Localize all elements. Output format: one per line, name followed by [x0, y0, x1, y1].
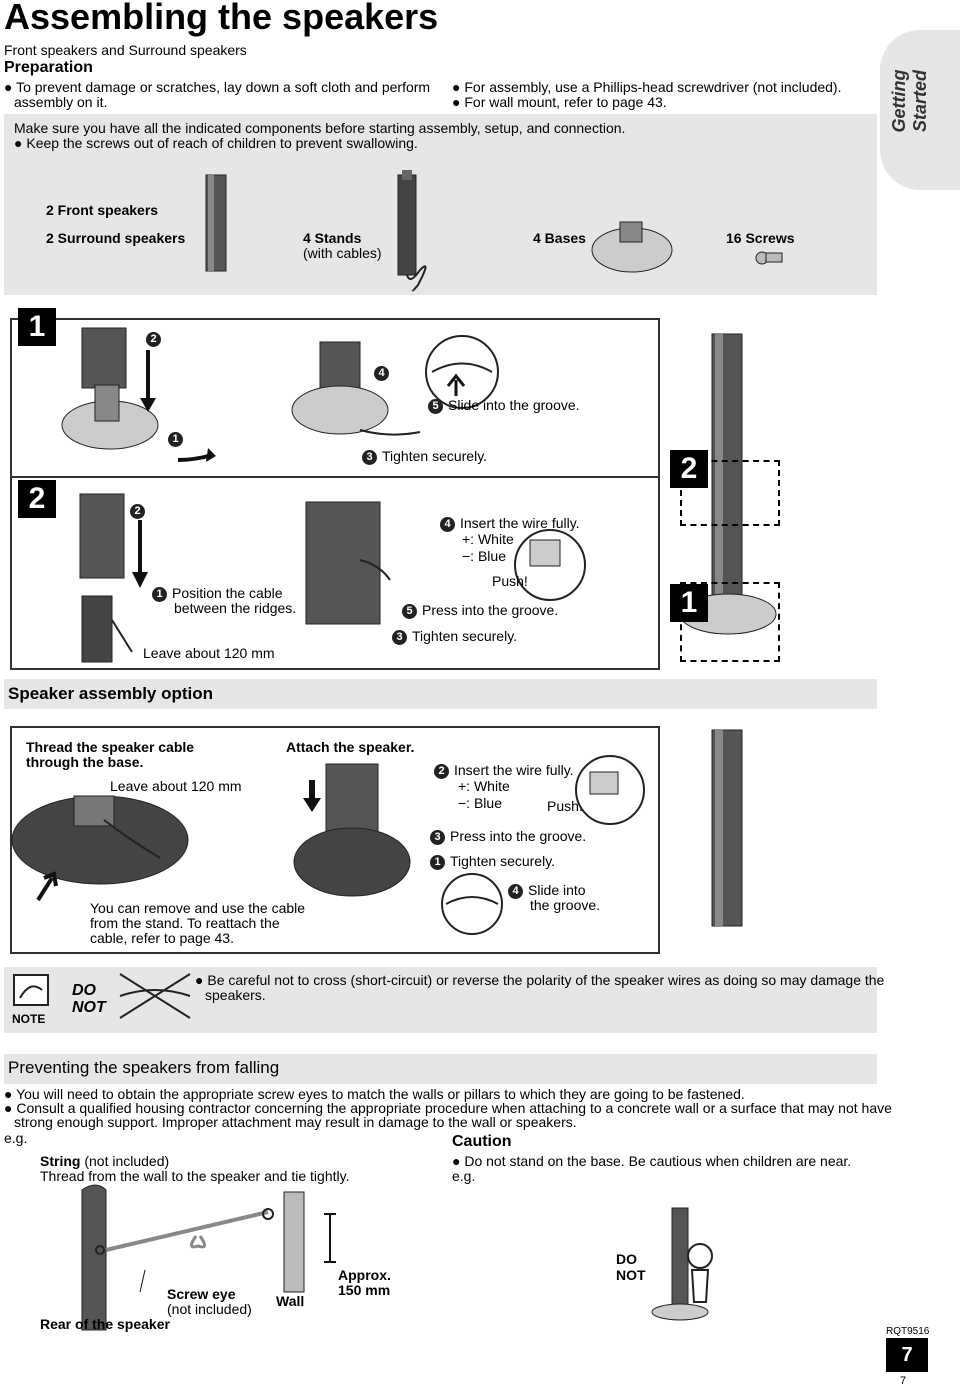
components-warning: ● Keep the screws out of reach of childr…: [14, 135, 418, 151]
tower-detail-top: [680, 460, 780, 526]
approx-label: Approx.: [338, 1267, 391, 1283]
falling-eg: e.g.: [4, 1130, 28, 1146]
falling-bullet1: ● You will need to obtain the appropriat…: [4, 1086, 745, 1102]
preparation-heading: Preparation: [4, 59, 93, 76]
falling-string: String (not included): [40, 1153, 170, 1169]
option-frame: [10, 726, 660, 954]
step2-position-2: between the ridges.: [174, 600, 297, 616]
option-slide-2: the groove.: [530, 897, 601, 913]
step2-illustration: [79, 493, 586, 663]
page-title: Assembling the speakers: [4, 0, 439, 37]
tower-detail-bottom: [680, 582, 780, 662]
step2-number: 2: [18, 480, 56, 518]
step1-frame: [10, 318, 660, 478]
note-label: NOTE: [12, 1012, 46, 1026]
bases-label: 4 Bases: [533, 230, 586, 246]
caution-eg: e.g.: [452, 1168, 476, 1184]
step1-marker-4: 4: [374, 364, 394, 381]
step2-push: Push!: [492, 573, 528, 589]
note-text-2: speakers.: [205, 987, 266, 1003]
screw-eye-label: Screw eye: [167, 1286, 236, 1302]
step1-marker-2: 2: [146, 330, 166, 347]
screw-eye-note: (not included): [167, 1301, 252, 1317]
side-tab: [880, 30, 960, 190]
page-box: 7: [886, 1338, 928, 1372]
step1-illustration: [61, 327, 499, 462]
wall-label: Wall: [276, 1293, 305, 1309]
step1-number: 1: [18, 308, 56, 346]
tower-label-1: 1: [670, 584, 708, 622]
falling-bullet2: ● Consult a qualified housing contractor…: [4, 1100, 892, 1116]
option-blue: −: Blue: [458, 795, 502, 811]
doc-code: RQT9516: [886, 1326, 930, 1337]
option-thread-1: Thread the speaker cable: [26, 739, 195, 755]
falling-heading: Preventing the speakers from falling: [8, 1058, 280, 1077]
approx-value: 150 mm: [338, 1282, 391, 1298]
falling-heading-bar: [4, 1054, 877, 1084]
do-not-1: DO: [616, 1251, 637, 1267]
option-white: +: White: [458, 778, 510, 794]
falling-thread: Thread from the wall to the speaker and …: [40, 1168, 350, 1184]
option-thread-2: through the base.: [26, 754, 144, 770]
option-illustration: [11, 729, 743, 935]
step1-marker-1: 1: [168, 430, 188, 447]
components-intro: Make sure you have all the indicated com…: [14, 120, 626, 136]
prep-left-1: ● To prevent damage or scratches, lay do…: [4, 79, 431, 95]
page-number: 7: [900, 1375, 907, 1387]
stands-note: (with cables): [303, 245, 382, 261]
option-remove-1: You can remove and use the cable: [90, 900, 306, 916]
note-text: ● Be careful not to cross (short-circuit…: [195, 972, 885, 988]
prep-left-2: assembly on it.: [14, 94, 108, 110]
step2-frame: [10, 474, 660, 670]
screws-label: 16 Screws: [726, 230, 795, 246]
tower-label-2: 2: [670, 450, 708, 488]
option-push: Push!: [547, 798, 583, 814]
caution-heading: Caution: [452, 1133, 512, 1150]
option-attach: Attach the speaker.: [286, 739, 415, 755]
prep-right-1: ● For assembly, use a Phillips-head scre…: [452, 79, 842, 95]
caution-text: ● Do not stand on the base. Be cautious …: [452, 1153, 852, 1169]
components-panel: [4, 114, 877, 295]
option-remove-3: cable, refer to page 43.: [90, 930, 234, 946]
step2-blue: −: Blue: [462, 548, 506, 564]
stands-label: 4 Stands: [303, 230, 362, 246]
components-illustration: [205, 170, 783, 292]
falling-bullet2-2: strong enough support. Improper attachme…: [14, 1114, 577, 1130]
front-speakers-label: 2 Front speakers: [46, 202, 159, 218]
option-remove-2: from the stand. To reattach the: [90, 915, 280, 931]
option-heading-bar: [4, 679, 877, 709]
step2-marker-2: 2: [130, 502, 150, 519]
prep-right-2: ● For wall mount, refer to page 43.: [452, 94, 667, 110]
surround-speakers-label: 2 Surround speakers: [46, 230, 186, 246]
option-leave: Leave about 120 mm: [110, 778, 242, 794]
do-not-2: NOT: [616, 1267, 646, 1283]
option-heading: Speaker assembly option: [8, 684, 214, 703]
note-illustration: [13, 973, 191, 1019]
subtitle: Front speakers and Surround speakers: [4, 42, 247, 58]
rear-label: Rear of the speaker: [40, 1316, 170, 1332]
step2-white: +: White: [462, 531, 514, 547]
step2-leave: Leave about 120 mm: [143, 645, 275, 661]
